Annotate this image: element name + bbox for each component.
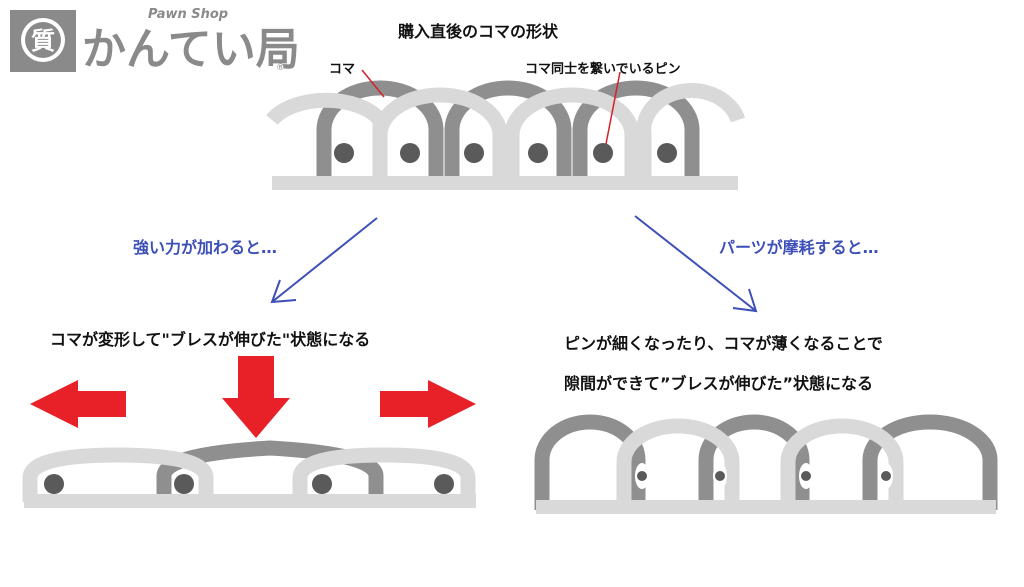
logo-subtitle: Pawn Shop [148,7,228,22]
flow-arrow-left [270,217,378,304]
worn-chain [534,414,998,514]
new-chain [266,80,746,190]
left-cause-text: 強い力が加わると… [133,238,278,257]
pull-right-arrow [380,380,476,428]
right-cause-text: パーツが摩耗すると… [719,238,879,257]
logo-name: かんてい局 [82,24,300,75]
flow-arrow-right [634,215,758,313]
koma-leader-line [361,69,385,98]
pull-left-arrow [30,380,126,428]
logo-emblem: 質 [10,10,76,72]
pin-leader-line [605,71,621,145]
press-down-arrow [222,356,290,438]
svg-text:質: 質 [31,27,55,55]
deformed-chain [22,440,476,508]
pin-label: コマ同士を繋いでいるピン [525,62,681,77]
koma-label: コマ [329,62,356,77]
right-result-line1: ピンが細くなったり、コマが薄くなることで [564,334,883,353]
left-result-text: コマが変形して"ブレスが伸びた"状態になる [50,330,371,349]
diagram-title: 購入直後のコマの形状 [398,22,559,41]
right-result-line2: 隙間ができて”ブレスが伸びた”状態になる [564,374,874,393]
logo-registered-mark: ® [276,63,285,73]
